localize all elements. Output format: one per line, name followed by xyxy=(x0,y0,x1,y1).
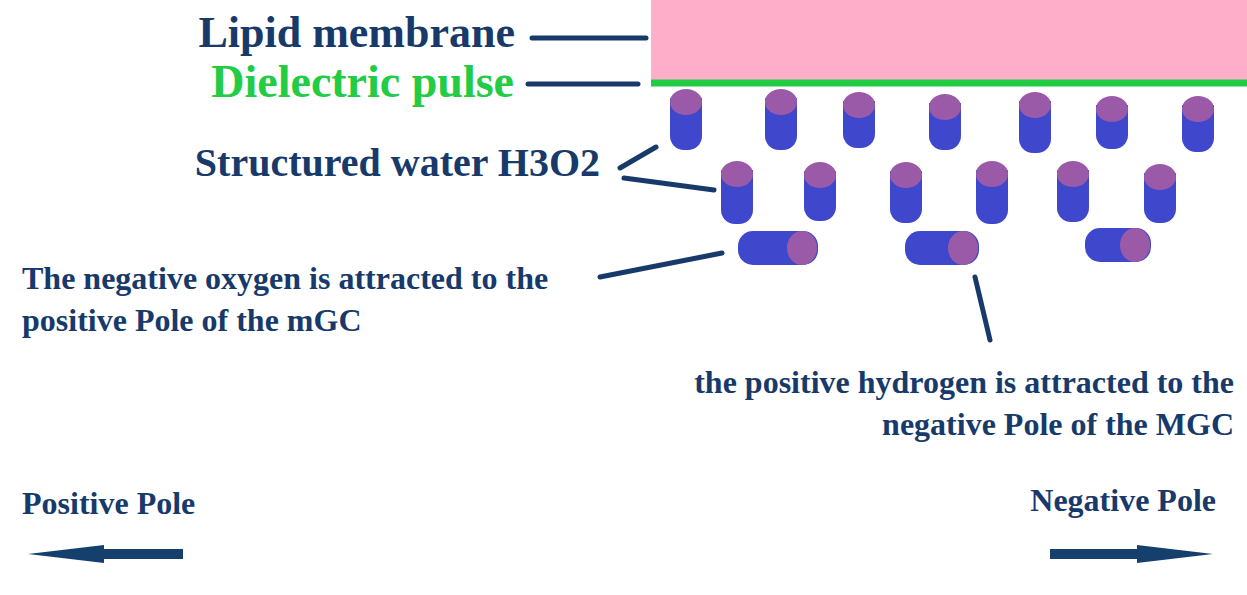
water-molecule xyxy=(804,162,836,221)
leader-line xyxy=(620,147,656,168)
leader-lines xyxy=(528,38,990,340)
molecule-cap xyxy=(1019,92,1051,118)
molecule-cap xyxy=(804,162,836,188)
water-molecule xyxy=(890,162,922,223)
oxygen-note: The negative oxygen is attracted to the … xyxy=(22,258,582,341)
water-molecule xyxy=(1096,96,1128,149)
pole-arrows xyxy=(28,545,1213,563)
water-molecule xyxy=(843,92,875,148)
leader-line xyxy=(532,36,646,41)
molecule-cap xyxy=(765,89,797,115)
right-arrow xyxy=(1050,545,1213,563)
pulse-label: Dielectric pulse xyxy=(211,56,514,109)
molecule-cap xyxy=(670,89,702,115)
leader-line xyxy=(528,82,638,87)
molecule-cap xyxy=(843,92,875,118)
pole-label: Negative Pole xyxy=(1030,482,1216,519)
molecule-body xyxy=(905,231,979,265)
water-molecule xyxy=(1057,161,1089,222)
water-molecule xyxy=(929,94,961,150)
water-label: Structured water H3O2 xyxy=(195,140,600,186)
membrane-label: Lipid membrane xyxy=(198,8,515,59)
water-molecule xyxy=(1144,164,1176,223)
molecule-cap xyxy=(1182,96,1214,122)
water-molecule xyxy=(976,161,1008,224)
lipid-membrane xyxy=(651,0,1247,80)
hydrogen-note: the positive hydrogen is attracted to th… xyxy=(634,362,1234,445)
molecule-cap xyxy=(787,231,817,265)
pole-label: Positive Pole xyxy=(22,485,195,522)
dielectric-pulse-line xyxy=(651,80,1247,87)
molecule-cap xyxy=(1144,164,1176,190)
water-molecule xyxy=(721,161,753,224)
molecule-cap xyxy=(1120,228,1150,262)
molecule-cap xyxy=(1057,161,1089,187)
molecule-body xyxy=(1085,228,1151,262)
molecule-cap xyxy=(948,231,978,265)
left-arrow xyxy=(28,545,183,563)
water-molecule xyxy=(670,89,702,150)
molecule-cap xyxy=(929,94,961,120)
water-molecule xyxy=(738,231,818,265)
water-molecule xyxy=(1182,96,1214,152)
water-molecule xyxy=(1019,92,1051,153)
molecule-cap xyxy=(890,162,922,188)
water-molecule xyxy=(1085,228,1151,262)
molecule-body xyxy=(738,231,818,265)
water-molecule xyxy=(765,89,797,150)
molecule-cap xyxy=(976,161,1008,187)
water-molecule xyxy=(905,231,979,265)
leader-line xyxy=(600,253,722,277)
molecule-cap xyxy=(721,161,753,187)
molecule-cap xyxy=(1096,96,1128,122)
water-molecules xyxy=(670,89,1214,265)
leader-line xyxy=(975,277,990,340)
leader-line xyxy=(624,178,714,190)
